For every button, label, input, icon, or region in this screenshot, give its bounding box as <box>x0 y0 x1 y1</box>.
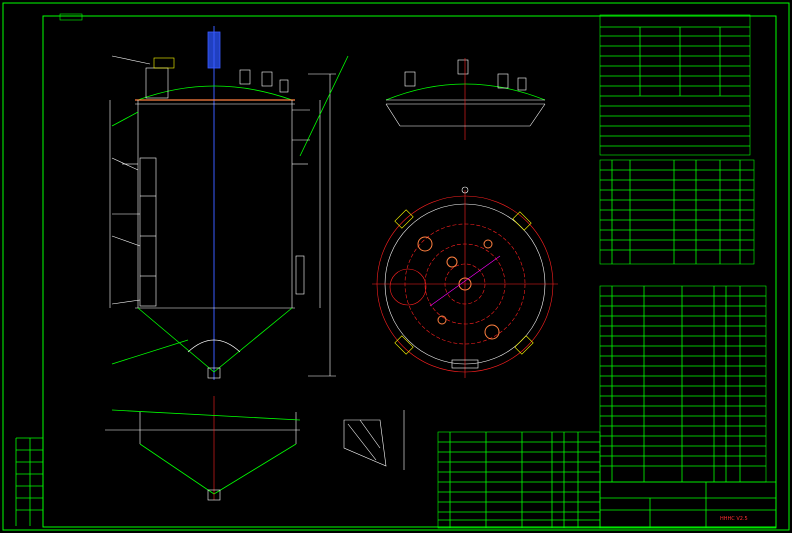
cone-bottom-section-view <box>105 396 301 501</box>
title-block-label: HHHC V2.5 <box>720 516 748 522</box>
support-detail-view <box>343 410 405 470</box>
nozzle-table <box>599 159 755 265</box>
parts-list-table-2 <box>437 431 601 529</box>
design-spec-table <box>599 14 751 156</box>
plan-view <box>372 186 558 378</box>
front-elevation-view <box>109 26 349 380</box>
title-block: HHHC V2.5 <box>599 481 777 529</box>
top-head-section-view <box>385 58 546 140</box>
parts-list-table <box>599 285 767 483</box>
